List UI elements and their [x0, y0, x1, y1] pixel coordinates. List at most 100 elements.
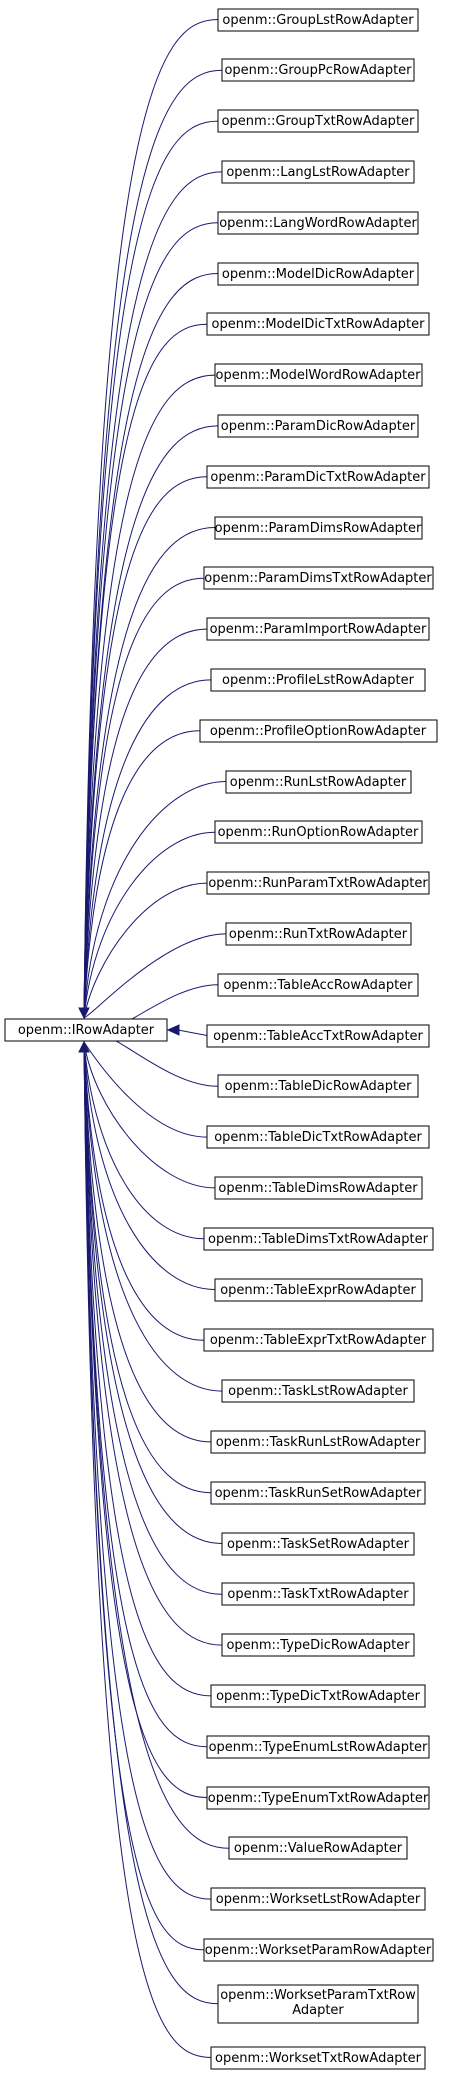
derived-class-node[interactable]: openm::TableDimsRowAdapter: [214, 1176, 423, 1200]
inheritance-edge: [83, 882, 208, 1019]
derived-class-node[interactable]: openm::ProfileOptionRowAdapter: [199, 719, 438, 743]
derived-class-box: [214, 1176, 423, 1200]
derived-class-label: openm::ModelWordRowAdapter: [216, 368, 422, 383]
derived-class-box: [217, 973, 419, 997]
inheritance-edge: [83, 1041, 223, 1544]
derived-class-label: openm::RunLstRowAdapter: [230, 775, 407, 790]
derived-class-box: [217, 211, 419, 235]
derived-class-node[interactable]: openm::TableExprRowAdapter: [214, 1278, 423, 1302]
inheritance-edge: [83, 527, 216, 1019]
derived-class-node[interactable]: openm::ParamDicRowAdapter: [217, 414, 419, 438]
derived-class-node[interactable]: openm::GroupTxtRowAdapter: [217, 109, 419, 133]
derived-class-node[interactable]: openm::TaskSetRowAdapter: [221, 1532, 415, 1556]
derived-class-label: openm::ParamDicRowAdapter: [221, 419, 416, 434]
derived-class-node[interactable]: openm::ModelDicTxtRowAdapter: [206, 312, 430, 336]
derived-class-node[interactable]: openm::TaskTxtRowAdapter: [221, 1582, 415, 1606]
inheritance-edge: [83, 933, 227, 1019]
derived-class-box: [210, 1430, 426, 1454]
derived-class-node[interactable]: openm::WorksetLstRowAdapter: [210, 1887, 426, 1911]
inheritance-edge: [83, 1041, 216, 1290]
derived-class-label: openm::ModelDicTxtRowAdapter: [211, 317, 425, 332]
derived-class-node[interactable]: openm::TypeDicRowAdapter: [221, 1633, 415, 1657]
inheritance-edge: [83, 1041, 219, 2005]
derived-class-node[interactable]: openm::TableDimsTxtRowAdapter: [203, 1227, 434, 1251]
inheritance-edge: [83, 577, 205, 1019]
derived-class-node[interactable]: openm::TypeDicTxtRowAdapter: [210, 1684, 426, 1708]
derived-class-label: openm::ParamDimsTxtRowAdapter: [204, 571, 432, 586]
inheritance-edge: [83, 1041, 208, 1138]
derived-class-box: [214, 363, 423, 387]
inheritance-edge: [83, 1041, 223, 1392]
derived-class-node[interactable]: openm::RunLstRowAdapter: [225, 770, 412, 794]
derived-class-box: [210, 2046, 426, 2070]
derived-class-label: openm::TableDicRowAdapter: [225, 1079, 413, 1094]
derived-class-node[interactable]: openm::RunTxtRowAdapter: [225, 922, 412, 946]
inheritance-edge: [83, 1041, 212, 1697]
derived-class-box: [206, 1786, 430, 1810]
derived-class-label: openm::WorksetTxtRowAdapter: [215, 2051, 422, 2066]
derived-class-node[interactable]: openm::TaskLstRowAdapter: [221, 1379, 415, 1403]
derived-class-node[interactable]: openm::RunParamTxtRowAdapter: [206, 871, 430, 895]
derived-class-label: openm::LangWordRowAdapter: [219, 216, 417, 231]
derived-class-node[interactable]: openm::TableDicTxtRowAdapter: [206, 1125, 430, 1149]
arrowhead-right: [166, 1024, 180, 1036]
derived-class-box: [210, 1481, 426, 1505]
derived-class-node[interactable]: openm::ParamImportRowAdapter: [206, 617, 430, 641]
derived-class-node[interactable]: openm::GroupLstRowAdapter: [217, 8, 419, 32]
derived-class-box: [206, 1125, 430, 1149]
derived-class-box: [217, 262, 419, 286]
derived-class-label: openm::LangLstRowAdapter: [226, 165, 410, 180]
derived-class-node[interactable]: openm::RunOptionRowAdapter: [214, 820, 423, 844]
inheritance-edge: [83, 374, 216, 1019]
inheritance-edge: [83, 1041, 212, 1900]
derived-class-label: openm::RunOptionRowAdapter: [218, 825, 419, 840]
base-class-node[interactable]: openm::IRowAdapter: [4, 1018, 168, 1042]
inheritance-edge: [83, 628, 208, 1019]
derived-class-label: openm::TaskRunLstRowAdapter: [216, 1435, 421, 1450]
inheritance-edge: [83, 222, 219, 1019]
derived-class-node[interactable]: openm::ValueRowAdapter: [228, 1836, 408, 1860]
derived-class-node[interactable]: openm::TableAccRowAdapter: [217, 973, 419, 997]
inheritance-edge: [83, 1041, 223, 1646]
derived-class-label: openm::ProfileOptionRowAdapter: [210, 724, 427, 739]
derived-class-node[interactable]: openm::ParamDimsRowAdapter: [214, 516, 423, 540]
derived-class-node[interactable]: openm::TaskRunLstRowAdapter: [210, 1430, 426, 1454]
derived-class-box: [221, 58, 415, 82]
derived-class-node[interactable]: openm::ProfileLstRowAdapter: [210, 668, 426, 692]
arrowhead-top: [78, 1007, 90, 1020]
inheritance-edge: [83, 1041, 212, 1494]
derived-class-label: openm::RunTxtRowAdapter: [229, 927, 408, 942]
derived-class-node[interactable]: openm::TableAccTxtRowAdapter: [206, 1024, 430, 1048]
derived-class-label: openm::GroupTxtRowAdapter: [222, 114, 415, 129]
derived-class-box: [203, 1227, 434, 1251]
derived-class-node[interactable]: openm::GroupPcRowAdapter: [221, 58, 415, 82]
derived-class-label: openm::TaskLstRowAdapter: [228, 1384, 408, 1399]
derived-class-label: openm::WorksetParamTxtRow: [220, 1988, 416, 2003]
inheritance-edge: [83, 1041, 205, 1951]
derived-class-node[interactable]: openm::ParamDicTxtRowAdapter: [206, 465, 430, 489]
derived-class-node[interactable]: openm::TaskRunSetRowAdapter: [210, 1481, 426, 1505]
derived-class-node[interactable]: openm::LangLstRowAdapter: [221, 160, 415, 184]
derived-class-box: [217, 1984, 419, 2024]
derived-class-node[interactable]: openm::LangWordRowAdapter: [217, 211, 419, 235]
inheritance-edge: [83, 1041, 216, 1189]
derived-class-node[interactable]: openm::TypeEnumLstRowAdapter: [206, 1735, 430, 1759]
derived-class-node[interactable]: openm::ParamDimsTxtRowAdapter: [203, 566, 434, 590]
derived-class-node[interactable]: openm::ModelWordRowAdapter: [214, 363, 423, 387]
derived-class-box: [214, 516, 423, 540]
derived-class-label: openm::TaskRunSetRowAdapter: [215, 1486, 422, 1501]
derived-class-node[interactable]: openm::WorksetTxtRowAdapter: [210, 2046, 426, 2070]
derived-class-box: [206, 312, 430, 336]
derived-class-box: [217, 8, 419, 32]
base-class-label: openm::IRowAdapter: [18, 1023, 155, 1038]
derived-class-node[interactable]: openm::TableExprTxtRowAdapter: [203, 1328, 434, 1352]
derived-class-node[interactable]: openm::ModelDicRowAdapter: [217, 262, 419, 286]
inheritance-edge: [83, 425, 219, 1019]
derived-class-node[interactable]: openm::TypeEnumTxtRowAdapter: [206, 1786, 430, 1810]
derived-class-node[interactable]: openm::WorksetParamRowAdapter: [203, 1938, 434, 1962]
derived-class-box: [199, 719, 438, 743]
derived-class-node[interactable]: openm::TableDicRowAdapter: [217, 1074, 419, 1098]
derived-class-box: [203, 1328, 434, 1352]
